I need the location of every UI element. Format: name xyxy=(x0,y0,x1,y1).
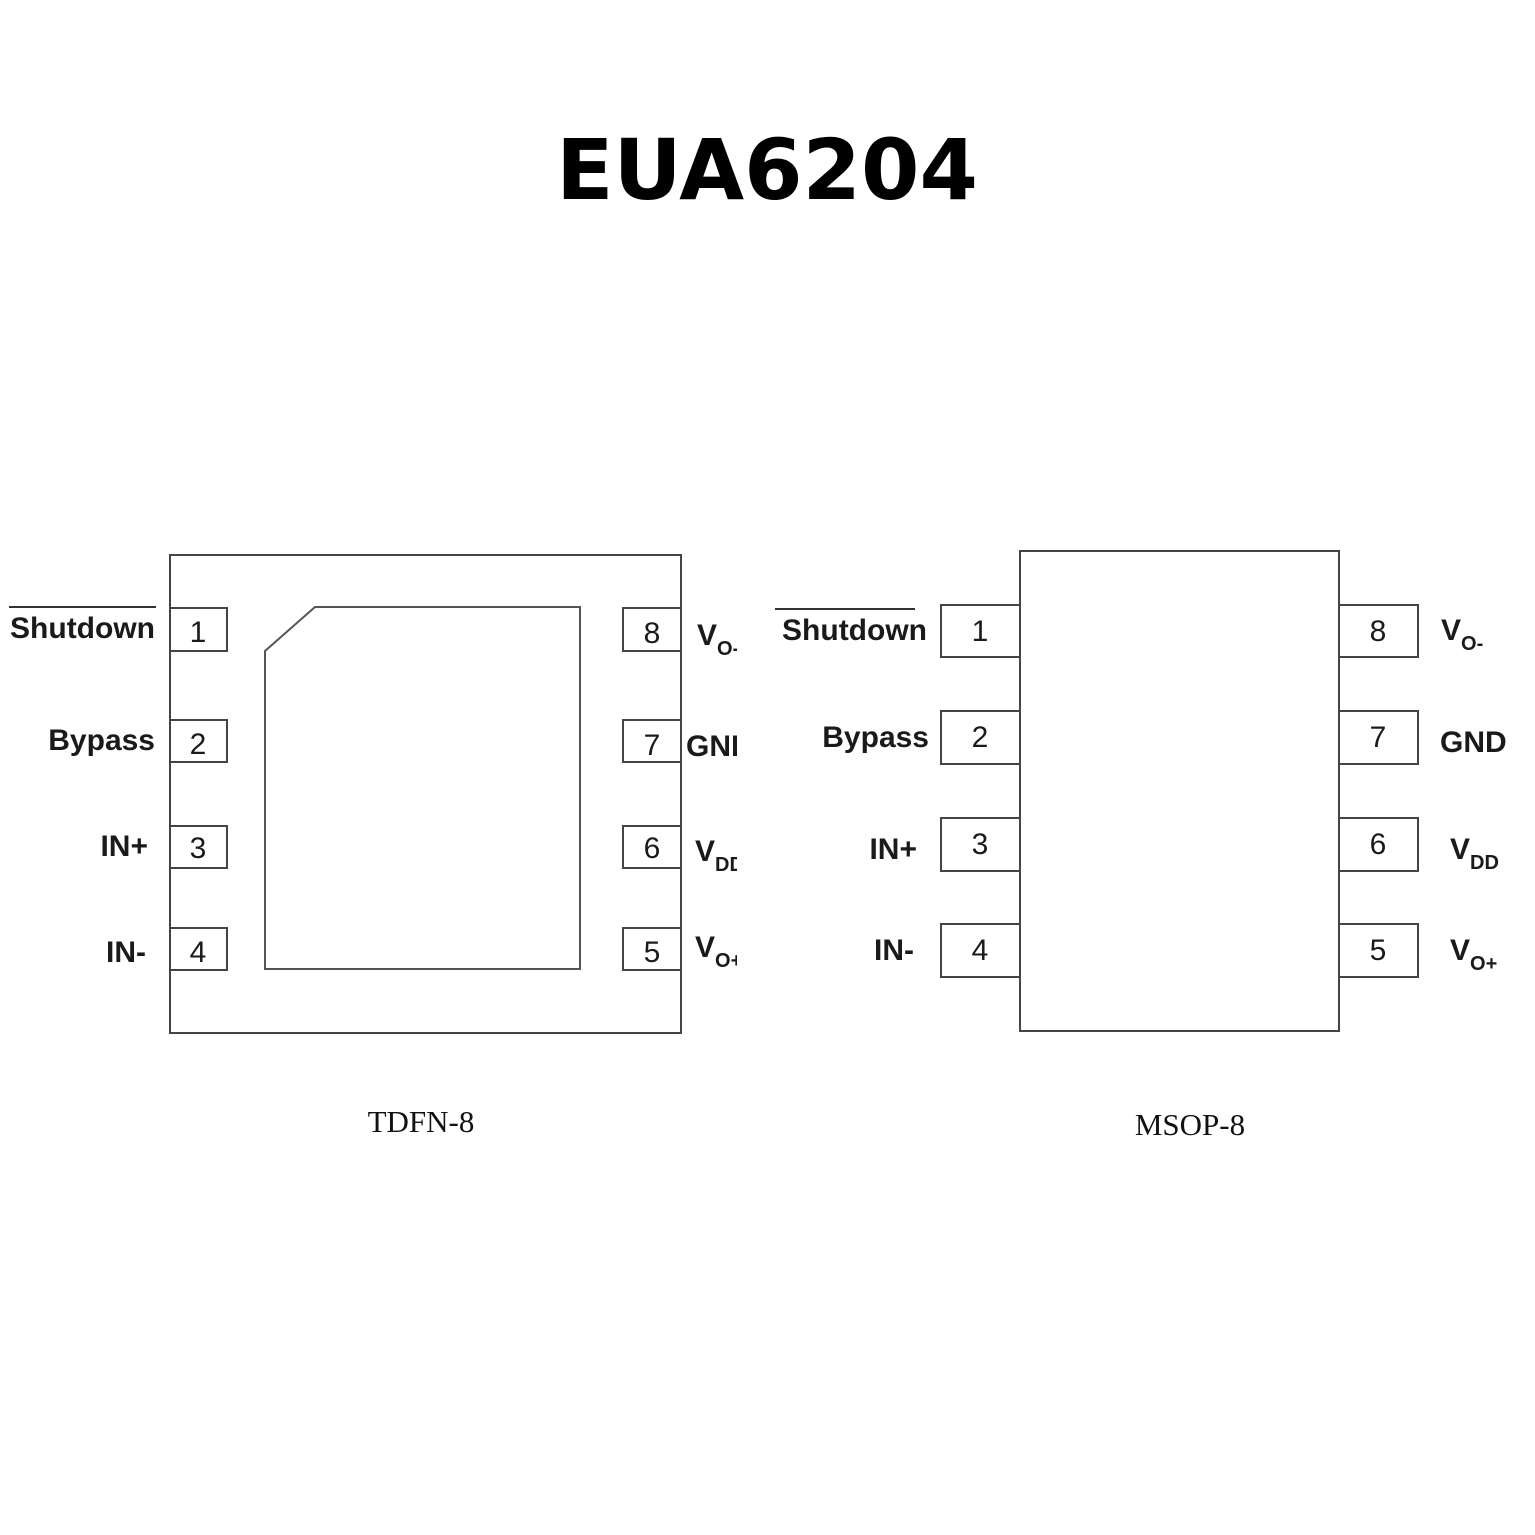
pin-label: VDD xyxy=(695,835,744,876)
msop-pin-6: 6 VDD xyxy=(1338,817,1499,874)
tdfn-pin-6 xyxy=(622,825,682,869)
tdfn-pin-3: 3 IN+ xyxy=(100,825,228,869)
pin-label: IN+ xyxy=(100,830,148,863)
pin-label: VO+ xyxy=(1450,934,1497,975)
pin-number: 3 xyxy=(972,828,989,861)
pin-number: 2 xyxy=(972,721,989,754)
pin-number: 3 xyxy=(190,832,207,865)
pin-label: VO+ xyxy=(695,931,742,972)
tdfn-8-package: 1 Shutdown 2 Bypass 3 IN+ 4 IN- 8 7 6 5 … xyxy=(9,554,753,1139)
msop-pin-5: 5 VO+ xyxy=(1338,923,1497,978)
pin-label: Bypass xyxy=(48,724,155,757)
package-caption: MSOP-8 xyxy=(1135,1107,1245,1142)
pin-label: IN- xyxy=(874,934,914,967)
chip-title: EUA6204 xyxy=(556,121,978,219)
pin-label: VDD xyxy=(1450,833,1499,874)
pin-label: Shutdown xyxy=(10,612,155,645)
msop-8-package: 1 Shutdown 2 Bypass 3 IN+ 4 IN- 8 VO- 7 … xyxy=(775,550,1507,1142)
pin-number: 8 xyxy=(644,617,661,650)
tdfn-pin-4: 4 IN- xyxy=(106,927,228,971)
pin-number: 7 xyxy=(1370,721,1387,754)
tdfn-pin-5 xyxy=(622,927,682,971)
pin-number: 1 xyxy=(190,616,207,649)
pin-label: IN+ xyxy=(869,833,917,866)
pin-label: GND xyxy=(1440,726,1507,759)
pin-number: 4 xyxy=(972,934,989,967)
pin-number: 1 xyxy=(972,615,989,648)
pin-label: VO- xyxy=(1441,614,1483,655)
pin-number: 6 xyxy=(1370,828,1387,861)
msop-body xyxy=(1019,550,1340,1032)
tdfn-pin-7 xyxy=(622,719,682,763)
tdfn-body xyxy=(169,554,682,1034)
tdfn-pin-1: 1 Shutdown xyxy=(9,606,228,652)
tdfn-pin-2: 2 Bypass xyxy=(48,719,228,763)
pin-label: GND xyxy=(686,730,753,763)
pin-number: 4 xyxy=(190,936,207,969)
pin-label: Shutdown xyxy=(782,614,927,647)
pin-number: 8 xyxy=(1370,615,1387,648)
pin-number: 5 xyxy=(1370,934,1387,967)
msop-pin-7: 7 GND xyxy=(1338,710,1507,765)
package-caption: TDFN-8 xyxy=(368,1104,475,1139)
pin-label: IN- xyxy=(106,936,146,969)
exposed-pad xyxy=(264,606,581,970)
msop-pin-1: 1 Shutdown xyxy=(775,604,1021,658)
msop-pin-2: 2 Bypass xyxy=(822,710,1021,765)
pin-number: 2 xyxy=(190,728,207,761)
pin-number: 5 xyxy=(644,936,661,969)
msop-pin-4: 4 IN- xyxy=(874,923,1021,978)
pin-label: Bypass xyxy=(822,721,929,754)
pin-number: 6 xyxy=(644,832,661,865)
msop-pin-8: 8 VO- xyxy=(1338,604,1483,658)
msop-pin-3: 3 IN+ xyxy=(869,817,1021,872)
pin-label: VO- xyxy=(697,619,739,660)
pin-number: 7 xyxy=(644,729,661,762)
tdfn-pin-8 xyxy=(622,607,682,652)
